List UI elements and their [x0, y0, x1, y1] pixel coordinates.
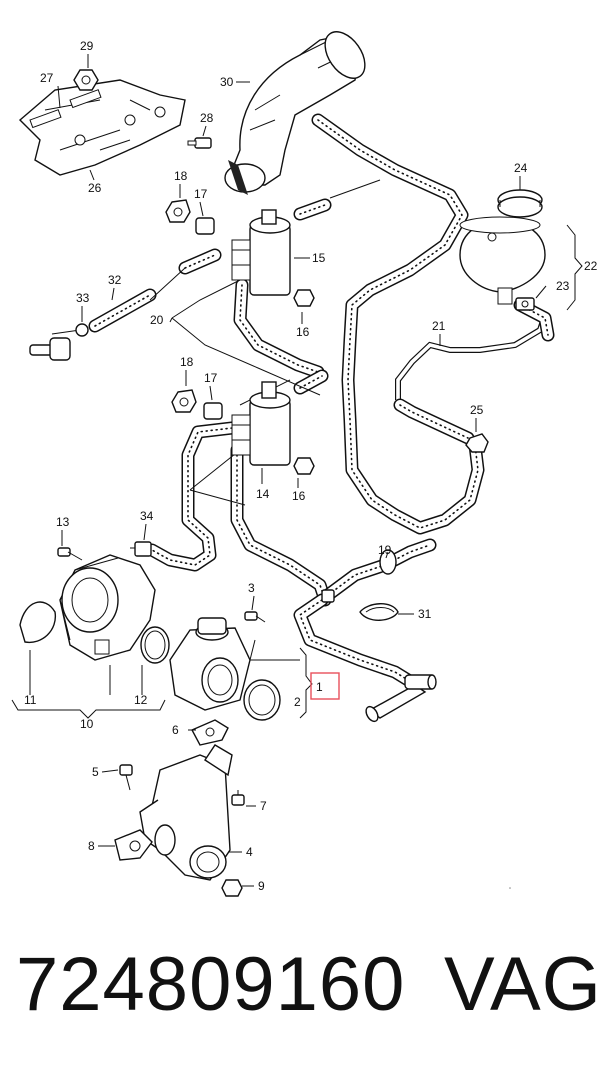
intake-pipe: [224, 31, 366, 195]
callout-22: 22: [584, 259, 598, 273]
gasket-6: [191, 719, 229, 746]
callout-2: 2: [294, 695, 301, 709]
callout-21: 21: [432, 319, 446, 333]
callout-8: 8: [88, 839, 95, 853]
part-number: 724809160: [16, 942, 406, 1027]
callout-33: 33: [76, 291, 90, 305]
reservoir-cap: [497, 189, 543, 218]
gasket-ring-2: [243, 679, 281, 721]
callout-16a: 16: [296, 325, 310, 339]
callout-29: 29: [80, 39, 94, 53]
bolt-7: [231, 790, 245, 806]
callout-27: 27: [40, 71, 54, 85]
o-ring-12: [140, 626, 170, 664]
callout-31: 31: [418, 607, 432, 621]
fitting-33: [29, 323, 89, 361]
callout-30: 30: [220, 75, 234, 89]
callout-32: 32: [108, 273, 122, 287]
callout-17b: 17: [204, 371, 218, 385]
callout-34: 34: [140, 509, 154, 523]
hose-main-right: [311, 113, 485, 535]
connector-23: [515, 297, 535, 311]
callout-18b: 18: [180, 355, 194, 369]
nut-16-lower: [293, 457, 315, 475]
brand-name: VAG: [444, 942, 600, 1027]
stray-mark: [509, 887, 511, 889]
bolt-5: [119, 764, 133, 791]
solenoid-valve-upper: [231, 209, 291, 296]
bolt-13: [57, 547, 83, 561]
callout-28: 28: [200, 111, 214, 125]
callout-11: 11: [24, 693, 37, 707]
callout-26: 26: [88, 181, 102, 195]
callout-9: 9: [258, 879, 265, 893]
callout-4: 4: [246, 845, 253, 859]
nut-16-upper: [293, 289, 315, 307]
bush-17-upper: [195, 217, 215, 235]
grommet-18-lower: [171, 389, 197, 413]
throttle-body: [59, 554, 156, 661]
grommet-18-upper: [165, 199, 191, 223]
bolt-3: [244, 611, 266, 623]
callout-13: 13: [56, 515, 70, 529]
callout-24: 24: [514, 161, 528, 175]
callout-15: 15: [312, 251, 326, 265]
callout-20: 20: [150, 313, 164, 327]
callout-17a: 17: [194, 187, 208, 201]
vacuum-reservoir: [459, 216, 546, 305]
callout-6: 6: [172, 723, 179, 737]
nut-9: [221, 879, 243, 897]
callout-12: 12: [134, 693, 148, 707]
solenoid-valve-lower: [231, 381, 291, 466]
callout-14: 14: [256, 487, 270, 501]
t-connector: [365, 674, 437, 723]
egr-valve: [169, 617, 251, 711]
callout-16b: 16: [292, 489, 306, 503]
egr-cooler-pipe: [139, 744, 233, 881]
callout-23: 23: [556, 279, 570, 293]
clip-34: [130, 541, 152, 557]
group-brackets: [11, 224, 583, 719]
callout-3: 3: [248, 581, 255, 595]
pipe-21: [395, 314, 548, 400]
damper-19: [379, 549, 397, 575]
fitting-near-19: [321, 589, 335, 603]
bolt-28: [187, 137, 212, 149]
callout-1: 1: [316, 680, 323, 694]
bush-17-lower: [203, 402, 223, 420]
highlight-box: [310, 672, 340, 700]
callout-7: 7: [260, 799, 267, 813]
fitting-25: [465, 433, 489, 453]
leader-lines: [51, 179, 381, 661]
callout-5: 5: [92, 765, 99, 779]
callout-leaders: [57, 54, 547, 887]
gasket-8: [114, 829, 153, 861]
callout-numbers: 29 27 30 28 26 24 18 17 15 22 32 23 33 2…: [24, 39, 598, 893]
bracket: [18, 79, 186, 176]
callout-19: 19: [378, 543, 392, 557]
callout-18a: 18: [174, 169, 188, 183]
callout-10: 10: [80, 717, 94, 731]
nut-29: [73, 69, 99, 91]
callout-25: 25: [470, 403, 484, 417]
gasket-11: [19, 601, 56, 644]
hose-clamp-31: [359, 603, 399, 621]
